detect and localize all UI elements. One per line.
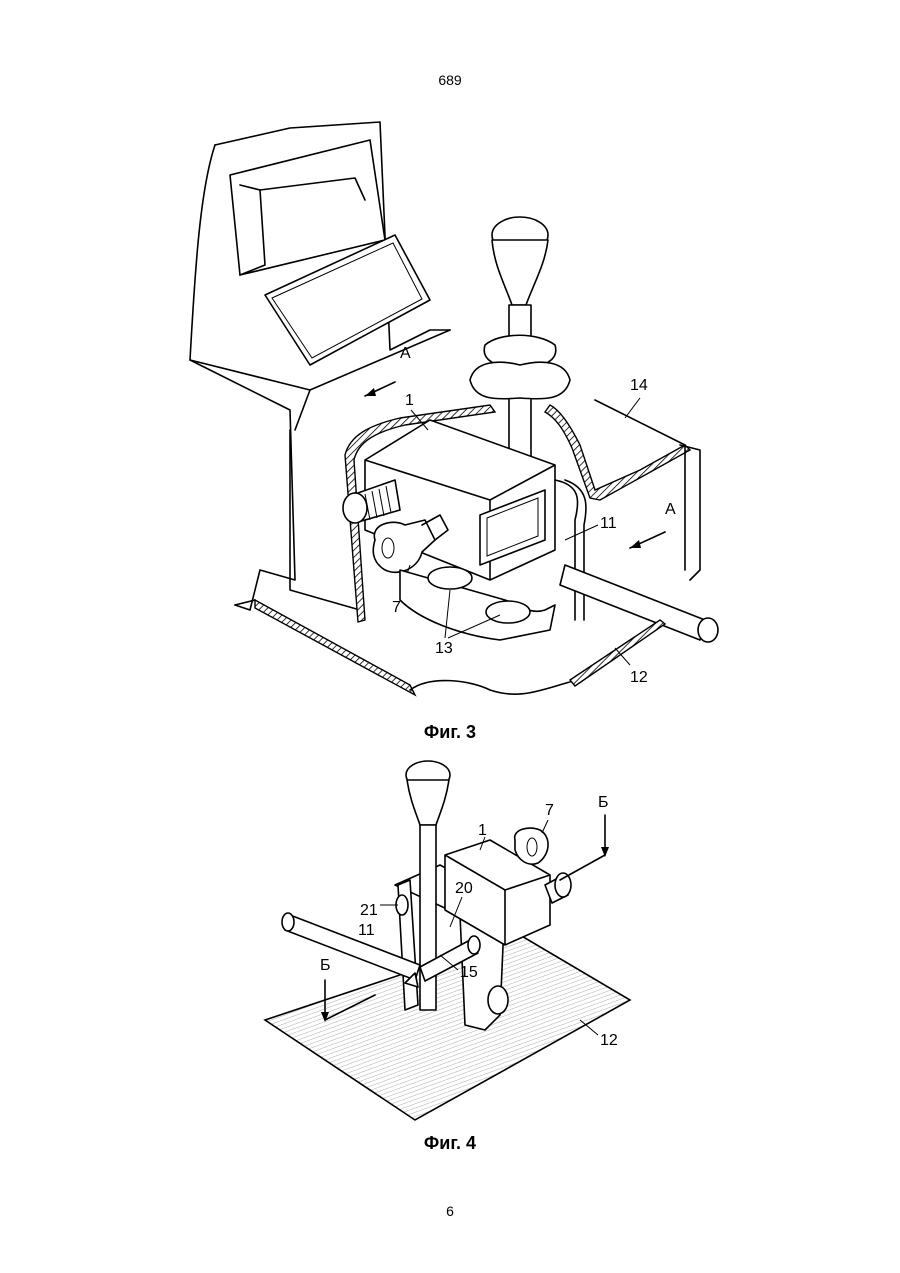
label-13: 13	[435, 640, 453, 657]
label-b-top: Б	[598, 794, 609, 811]
page-number-top: 689	[0, 72, 900, 88]
label-12: 12	[600, 1032, 618, 1049]
label-15: 15	[460, 964, 478, 981]
label-1: 1	[478, 822, 487, 839]
label-7: 7	[545, 802, 554, 819]
label-12: 12	[630, 669, 648, 686]
label-b-left: Б	[320, 957, 331, 974]
label-11: 11	[600, 515, 617, 532]
label-20: 20	[455, 880, 473, 897]
label-1: 1	[405, 392, 414, 409]
figure-4-drawing: 12 21 11 1 7 20	[250, 755, 660, 1135]
figure-3-drawing: 14 1 7 11 13	[160, 100, 750, 720]
page-number-bottom: 6	[0, 1203, 900, 1219]
label-7: 7	[392, 599, 401, 616]
label-14: 14	[630, 377, 648, 394]
figure-3-caption: Фиг. 3	[0, 722, 900, 743]
label-11: 11	[358, 922, 375, 939]
key-7: 7	[515, 802, 554, 864]
label-a-right: А	[665, 501, 676, 518]
label-a-top: А	[400, 345, 411, 362]
label-21: 21	[360, 902, 378, 919]
figure-4-caption: Фиг. 4	[0, 1133, 900, 1154]
